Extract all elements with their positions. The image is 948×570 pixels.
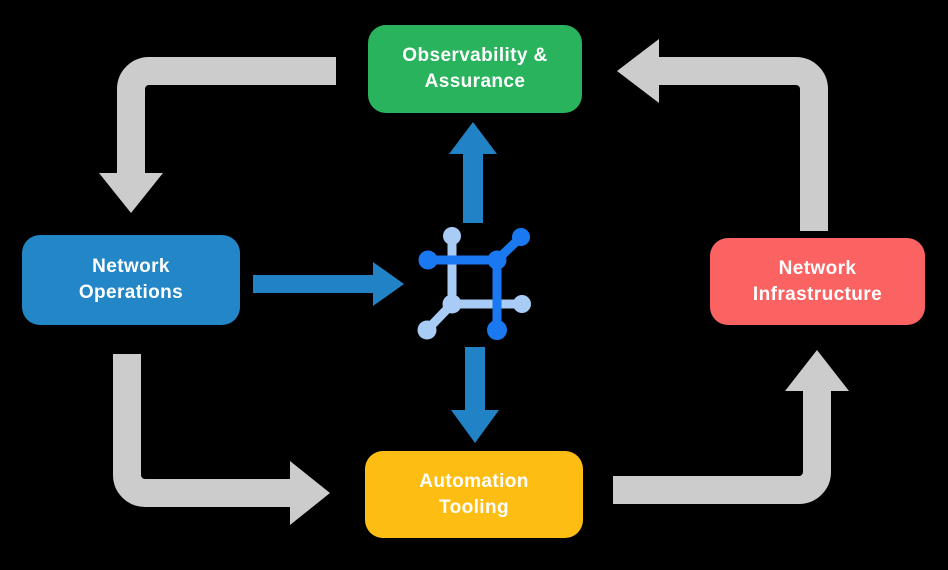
arrow-shaft xyxy=(113,354,291,507)
node-label-line: Network xyxy=(778,257,857,279)
hub-node xyxy=(443,227,461,245)
arrow-head-left-icon xyxy=(617,39,659,103)
arrow-head-down-icon xyxy=(451,410,499,443)
node-label-line: Observability & xyxy=(402,45,548,66)
arrow-tooling-to-infrastructure xyxy=(613,350,849,504)
arrow-head-up-icon xyxy=(449,122,497,154)
arrow-shaft xyxy=(613,390,831,504)
node-label-line: Operations xyxy=(78,282,184,303)
arrow-shaft xyxy=(659,57,828,231)
arrow-hub-to-tooling xyxy=(451,347,499,443)
node-label-line: Infrastructure xyxy=(752,283,883,305)
node-observability-assurance: Observability & Assurance xyxy=(368,25,582,113)
hub-node xyxy=(513,295,531,313)
arrow-observability-to-operations xyxy=(99,57,336,213)
hub-node xyxy=(487,250,507,270)
hub-node xyxy=(417,320,437,340)
node-automation-tooling: Automation Tooling xyxy=(365,451,583,538)
arrow-hub-to-observability xyxy=(449,122,497,223)
arrow-infrastructure-to-observability xyxy=(617,39,828,231)
node-network-infrastructure: Network Infrastructure xyxy=(710,238,925,325)
arrow-head-right-icon xyxy=(373,262,404,306)
node-label-line: Network xyxy=(92,256,170,277)
arrow-operations-to-hub xyxy=(253,262,404,306)
network-hub-icon xyxy=(417,227,531,340)
hub-node xyxy=(512,228,530,246)
hub-light-left-branch xyxy=(422,231,457,335)
hub-node xyxy=(442,294,462,314)
arrow-head-up-icon xyxy=(785,350,849,391)
arrow-operations-to-tooling xyxy=(113,354,330,525)
node-network-operations: Network Operations xyxy=(22,235,240,325)
arrow-shaft xyxy=(117,57,336,174)
node-label-line: Automation xyxy=(419,470,529,492)
hub-node xyxy=(418,250,438,270)
arrow-head-down-icon xyxy=(99,173,163,213)
node-label-line: Assurance xyxy=(424,71,526,92)
arrow-head-right-icon xyxy=(290,461,330,525)
hub-node xyxy=(487,320,507,340)
node-label-line: Tooling xyxy=(439,496,509,518)
